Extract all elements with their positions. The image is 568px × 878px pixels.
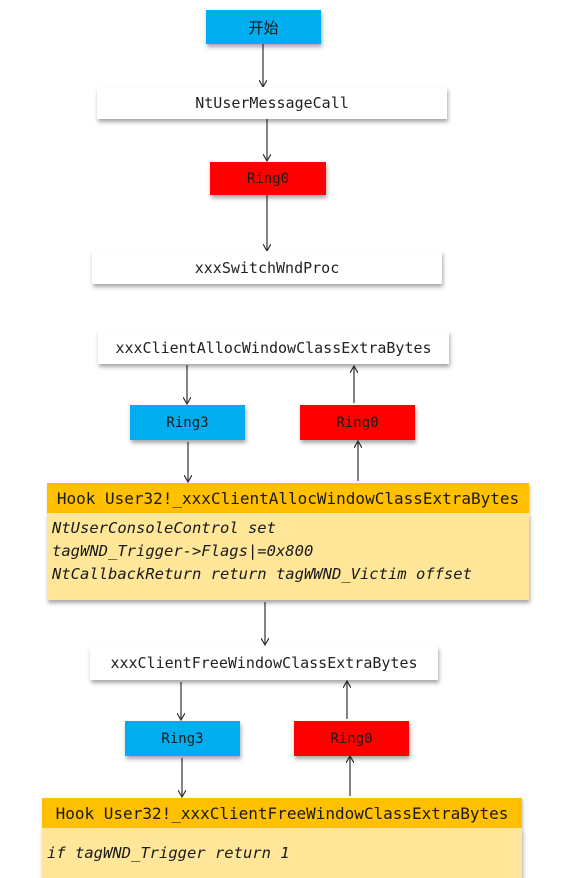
alloc-ring3-node: Ring3 <box>130 405 245 440</box>
hook-alloc-body: NtUserConsoleControl set tagWND_Trigger-… <box>47 513 529 600</box>
free-ring3-node: Ring3 <box>125 721 240 756</box>
start-node: 开始 <box>206 10 321 44</box>
hook-alloc-line: tagWND_Trigger->Flags|=0x800 <box>52 542 314 560</box>
hook-alloc-line: NtUserConsoleControl set <box>52 519 276 537</box>
hook-free-line: if tagWND_Trigger return 1 <box>47 844 290 862</box>
ring0-node: Ring0 <box>210 162 326 195</box>
hook-free-body: if tagWND_Trigger return 1 <box>42 828 522 878</box>
hook-free-header: Hook User32!_xxxClientFreeWindowClassExt… <box>42 798 522 828</box>
hook-alloc-line: NtCallbackReturn return tagWWND_Victim o… <box>52 565 472 583</box>
hook-alloc-header: Hook User32!_xxxClientAllocWindowClassEx… <box>47 483 529 513</box>
client-alloc-node: xxxClientAllocWindowClassExtraBytes <box>98 331 449 364</box>
switch-wnd-proc-node: xxxSwitchWndProc <box>92 251 442 284</box>
ntuser-message-call-node: NtUserMessageCall <box>97 87 447 119</box>
free-ring0-node: Ring0 <box>294 721 409 756</box>
client-free-node: xxxClientFreeWindowClassExtraBytes <box>90 646 438 680</box>
alloc-ring0-node: Ring0 <box>300 405 415 440</box>
